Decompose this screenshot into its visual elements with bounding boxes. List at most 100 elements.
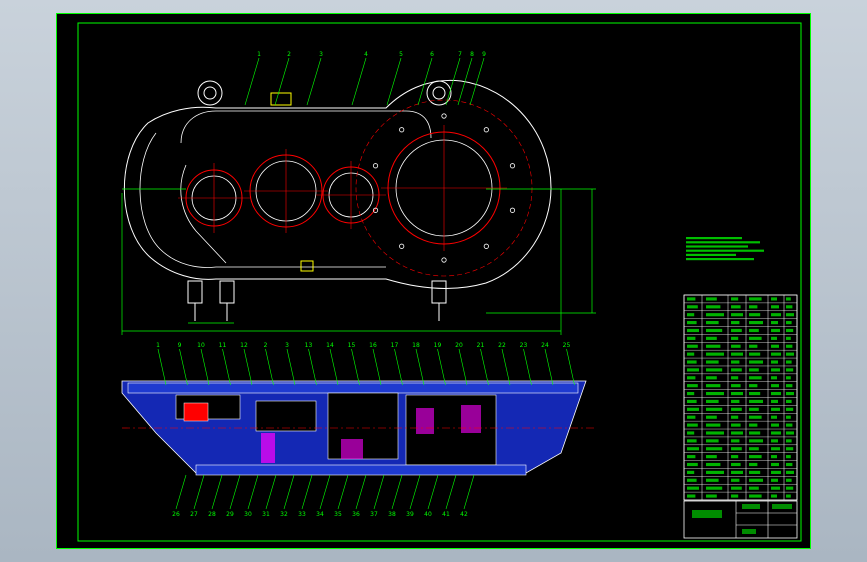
bolt-hole	[372, 207, 379, 213]
callout-leader	[391, 474, 403, 510]
part-callout: 24	[541, 342, 549, 349]
parts-list-cell-text	[706, 376, 717, 380]
parts-list-cell-text	[687, 478, 697, 482]
parts-list-cell-text	[731, 399, 740, 404]
bolt-holes	[372, 113, 516, 263]
part-callout: 9	[178, 342, 182, 349]
bolt-hole	[441, 257, 447, 263]
parts-list-cell-text	[786, 328, 794, 333]
parts-list-cell-text	[706, 368, 723, 372]
parts-list-cell-text	[749, 486, 759, 490]
callout-leader	[386, 57, 402, 106]
parts-list-cell-text	[771, 494, 777, 498]
part-callout: 2	[264, 342, 268, 349]
part-callout: 38	[388, 511, 396, 518]
callout-leader	[286, 348, 296, 386]
requirement-line	[686, 253, 736, 256]
parts-list-cell-text	[731, 455, 739, 459]
parts-list-cell-text	[731, 431, 743, 435]
parts-list-cell-text	[706, 297, 717, 301]
parts-list-cell-text	[749, 455, 762, 459]
parts-list-cell-text	[749, 360, 763, 364]
parts-list-cell-text	[706, 352, 724, 356]
bearing-1	[178, 163, 250, 233]
parts-list-cell-text	[706, 344, 721, 348]
callout-leader	[247, 474, 259, 510]
callout-leader	[544, 348, 554, 386]
parts-list-cell-text	[749, 328, 759, 333]
callout-leader	[437, 348, 446, 386]
callout-leader	[469, 57, 485, 106]
parts-list-cell-text	[749, 384, 758, 388]
dimension-lines	[121, 188, 596, 335]
bolt-hole	[399, 127, 405, 133]
callout-leader	[200, 348, 210, 386]
callout-leader	[458, 348, 468, 386]
parts-list-cell-text	[687, 462, 698, 467]
title-block	[683, 500, 798, 539]
callout-leader	[193, 474, 205, 510]
callout-leader	[283, 474, 295, 510]
parts-list-cell-text	[771, 447, 780, 451]
parts-list-cell-text	[731, 384, 741, 388]
parts-list-cell-text	[786, 455, 791, 459]
parts-list-cell-text	[687, 447, 699, 451]
parts-list-cell-text	[786, 352, 794, 356]
parts-list-cell-text	[687, 336, 696, 340]
part-callout: 11	[219, 342, 227, 349]
callout-leader	[265, 348, 274, 386]
parts-list-cell-text	[731, 352, 743, 356]
bolt-hole	[441, 113, 447, 119]
part-callout: 10	[197, 342, 205, 349]
parts-list-cell-text	[687, 297, 696, 301]
parts-list-cell-text	[771, 305, 779, 309]
part-callout: 32	[280, 511, 288, 518]
callout-leader	[351, 57, 367, 106]
callout-leader	[274, 57, 290, 106]
parts-list-cell-text	[749, 391, 761, 396]
callout-leader	[306, 57, 322, 106]
parts-list-cell-text	[731, 321, 740, 325]
parts-list-cell-text	[771, 478, 778, 482]
technical-requirements	[686, 237, 764, 261]
parts-list-cell-text	[749, 399, 763, 404]
parts-list-cell-text	[771, 321, 778, 325]
callout-leader	[308, 348, 317, 386]
parts-list-cell-text	[786, 478, 792, 482]
parts-list-cell-text	[749, 439, 763, 443]
parts-list-cell-text	[749, 368, 759, 372]
parts-list-cell-text	[771, 368, 780, 372]
parts-list-cell-text	[706, 399, 719, 404]
callout-leader	[409, 474, 421, 510]
callout-leader	[337, 474, 349, 510]
parts-list-cell-text	[706, 423, 721, 427]
parts-list-cell-text	[749, 407, 759, 411]
parts-list-cell-text	[771, 399, 778, 404]
part-callout: 7	[458, 51, 462, 58]
parts-list-cell-text	[786, 439, 792, 443]
part-callout: 2	[287, 51, 291, 58]
requirement-line	[686, 249, 764, 252]
callout-leader	[244, 57, 260, 106]
parts-list-cell-text	[687, 455, 696, 459]
parts-list-cell-text	[687, 376, 696, 380]
parts-list-cell-text	[687, 439, 697, 443]
sheet-frame	[56, 13, 811, 549]
part-callout: 23	[520, 342, 528, 349]
parts-list-cell-text	[786, 321, 792, 325]
parts-list-cell-text	[687, 384, 698, 388]
parts-list-cell-text	[731, 423, 741, 427]
callout-leader	[417, 57, 433, 106]
parts-list-table	[683, 294, 798, 501]
parts-list-cell-text	[786, 494, 791, 498]
part-callout: 15	[348, 342, 356, 349]
callout-leader	[445, 474, 457, 510]
parts-list-cell-text	[786, 376, 791, 380]
callout-leader	[480, 348, 489, 386]
parts-list-cell-text	[731, 486, 742, 490]
bolt-hole	[483, 243, 489, 249]
parts-list-cell-text	[687, 391, 695, 396]
parts-list-cell-text	[771, 391, 781, 396]
parts-list-cell-text	[731, 407, 742, 411]
